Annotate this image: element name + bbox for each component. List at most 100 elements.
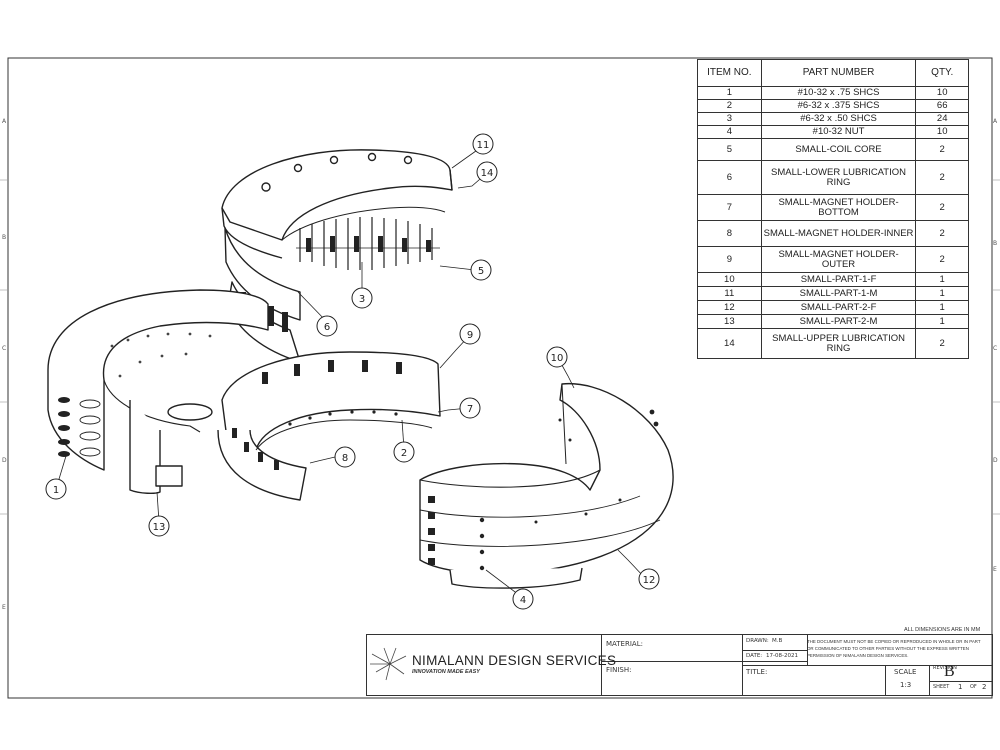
balloon-3-label: 3 <box>359 294 365 305</box>
drawn-value: M.B <box>772 638 783 644</box>
balloon-11-label: 11 <box>477 140 490 151</box>
bom-qty: 2 <box>915 160 969 195</box>
zone-label-right-d: D <box>993 457 998 464</box>
drawn-label: DRAWN: <box>746 638 769 644</box>
bom-item: 12 <box>697 300 762 315</box>
sheet-of-label: OF <box>970 684 977 690</box>
balloon-1-label: 1 <box>53 485 59 496</box>
balloon-13-label: 13 <box>153 522 166 533</box>
bom-part: SMALL-PART-1-M <box>760 286 917 301</box>
balloon-9: 9 <box>459 323 481 345</box>
bom-qty: 2 <box>915 220 969 247</box>
magnet-holder-parts <box>217 351 441 501</box>
bom-item: 6 <box>697 160 762 195</box>
bom-item: 13 <box>697 314 762 329</box>
right-ring-part <box>419 382 674 589</box>
bom-header-part: PART NUMBER <box>760 59 917 87</box>
zone-label-left-e: E <box>2 604 6 611</box>
bom-part: SMALL-MAGNET HOLDER-OUTER <box>760 246 917 273</box>
balloon-9-label: 9 <box>467 330 473 341</box>
balloon-group: 1 2 3 4 5 6 7 8 9 10 11 12 13 14 <box>45 133 660 610</box>
bom-qty: 2 <box>915 138 969 161</box>
balloon-12-label: 12 <box>643 575 656 586</box>
balloon-5: 5 <box>470 259 492 281</box>
zone-ticks <box>0 179 1000 515</box>
material-label: MATERIAL: <box>606 640 643 648</box>
balloon-5-label: 5 <box>478 266 484 277</box>
balloon-10: 10 <box>546 346 568 368</box>
drawing-border <box>7 57 993 699</box>
bom-item: 11 <box>697 286 762 301</box>
bom-part: SMALL-PART-1-F <box>760 272 917 287</box>
bom-part: #10-32 NUT <box>760 125 917 139</box>
balloon-7: 7 <box>459 397 481 419</box>
bom-qty: 1 <box>915 300 969 315</box>
bom-qty: 1 <box>915 272 969 287</box>
balloon-4: 4 <box>512 588 534 610</box>
bom-part: SMALL-PART-2-M <box>760 314 917 329</box>
bom-item: 10 <box>697 272 762 287</box>
bom-qty: 66 <box>915 99 969 113</box>
bill-of-materials-table: ITEM NO. PART NUMBER QTY. 1#10-32 x .75 … <box>697 59 969 359</box>
balloon-8-label: 8 <box>342 453 348 464</box>
bom-part: #6-32 x .50 SHCS <box>760 112 917 126</box>
dimensions-note: ALL DIMENSIONS ARE IN MM <box>904 627 981 633</box>
sheet-number: 1 <box>958 683 963 691</box>
bom-header-qty: QTY. <box>915 59 969 87</box>
balloon-6: 6 <box>316 315 338 337</box>
balloon-7-label: 7 <box>467 404 473 415</box>
bom-qty: 1 <box>915 286 969 301</box>
bom-header-item: ITEM NO. <box>697 59 762 87</box>
balloon-14-label: 14 <box>481 168 494 179</box>
bom-qty: 2 <box>915 246 969 273</box>
zone-label-right-e: E <box>993 566 997 573</box>
balloon-3: 3 <box>351 287 373 309</box>
sheet-total: 2 <box>982 683 987 691</box>
scale-label: SCALE <box>894 668 917 676</box>
upper-ring-part <box>221 149 453 270</box>
bom-qty: 10 <box>915 125 969 139</box>
bom-item: 8 <box>697 220 762 247</box>
bom-item: 4 <box>697 125 762 139</box>
bom-item: 9 <box>697 246 762 273</box>
finish-label: FINISH: <box>606 666 632 674</box>
balloon-6-label: 6 <box>324 322 330 333</box>
left-ring-part <box>47 289 269 495</box>
zone-label-left-a: A <box>2 118 7 125</box>
bom-qty: 10 <box>915 86 969 100</box>
zone-label-right-c: C <box>993 345 998 352</box>
company-tagline: INNOVATION MADE EASY <box>412 669 480 675</box>
date-label: DATE: <box>746 653 763 659</box>
bom-qty: 2 <box>915 194 969 221</box>
bom-part: SMALL-MAGNET HOLDER-INNER <box>760 220 917 247</box>
bom-item: 7 <box>697 194 762 221</box>
bom-part: #6-32 x .375 SHCS <box>760 99 917 113</box>
zone-label-right-a: A <box>993 118 998 125</box>
bom-part: SMALL-PART-2-F <box>760 300 917 315</box>
balloon-8: 8 <box>334 446 356 468</box>
balloon-2-label: 2 <box>401 448 407 459</box>
bom-header-row: ITEM NO. PART NUMBER QTY. <box>697 59 969 87</box>
balloon-2: 2 <box>393 441 415 463</box>
bom-qty: 24 <box>915 112 969 126</box>
bom-part: #10-32 x .75 SHCS <box>760 86 917 100</box>
bom-qty: 2 <box>915 328 969 359</box>
sheet-label: SHEET <box>933 684 950 690</box>
bom-part: SMALL-LOWER LUBRICATION RING <box>760 160 917 195</box>
balloon-4-label: 4 <box>520 595 526 606</box>
balloon-10-label: 10 <box>551 353 564 364</box>
balloon-12: 12 <box>638 568 660 590</box>
balloon-13: 13 <box>148 515 170 537</box>
exploded-assembly <box>47 149 674 589</box>
